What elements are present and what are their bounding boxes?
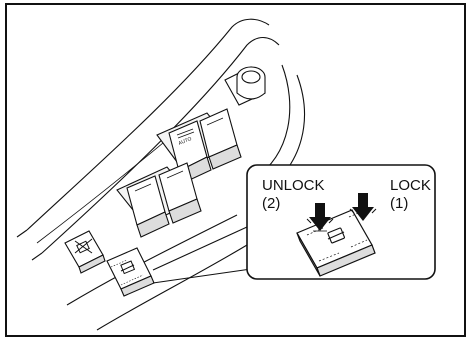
lock-number: (1) [390, 196, 408, 212]
lock-label: LOCK [390, 178, 431, 194]
window-switches-rear [117, 163, 201, 237]
door-switch-panel-drawing: AUTO [7, 5, 466, 337]
mirror-control-knob[interactable] [225, 67, 265, 105]
unlock-label: UNLOCK [262, 178, 325, 194]
illustration-frame: AUTO [5, 3, 466, 337]
unlock-number: (2) [262, 196, 280, 212]
lock-disable-switch[interactable] [65, 231, 105, 273]
callout-pointer [153, 227, 251, 283]
window-lock-switch[interactable] [107, 248, 154, 296]
